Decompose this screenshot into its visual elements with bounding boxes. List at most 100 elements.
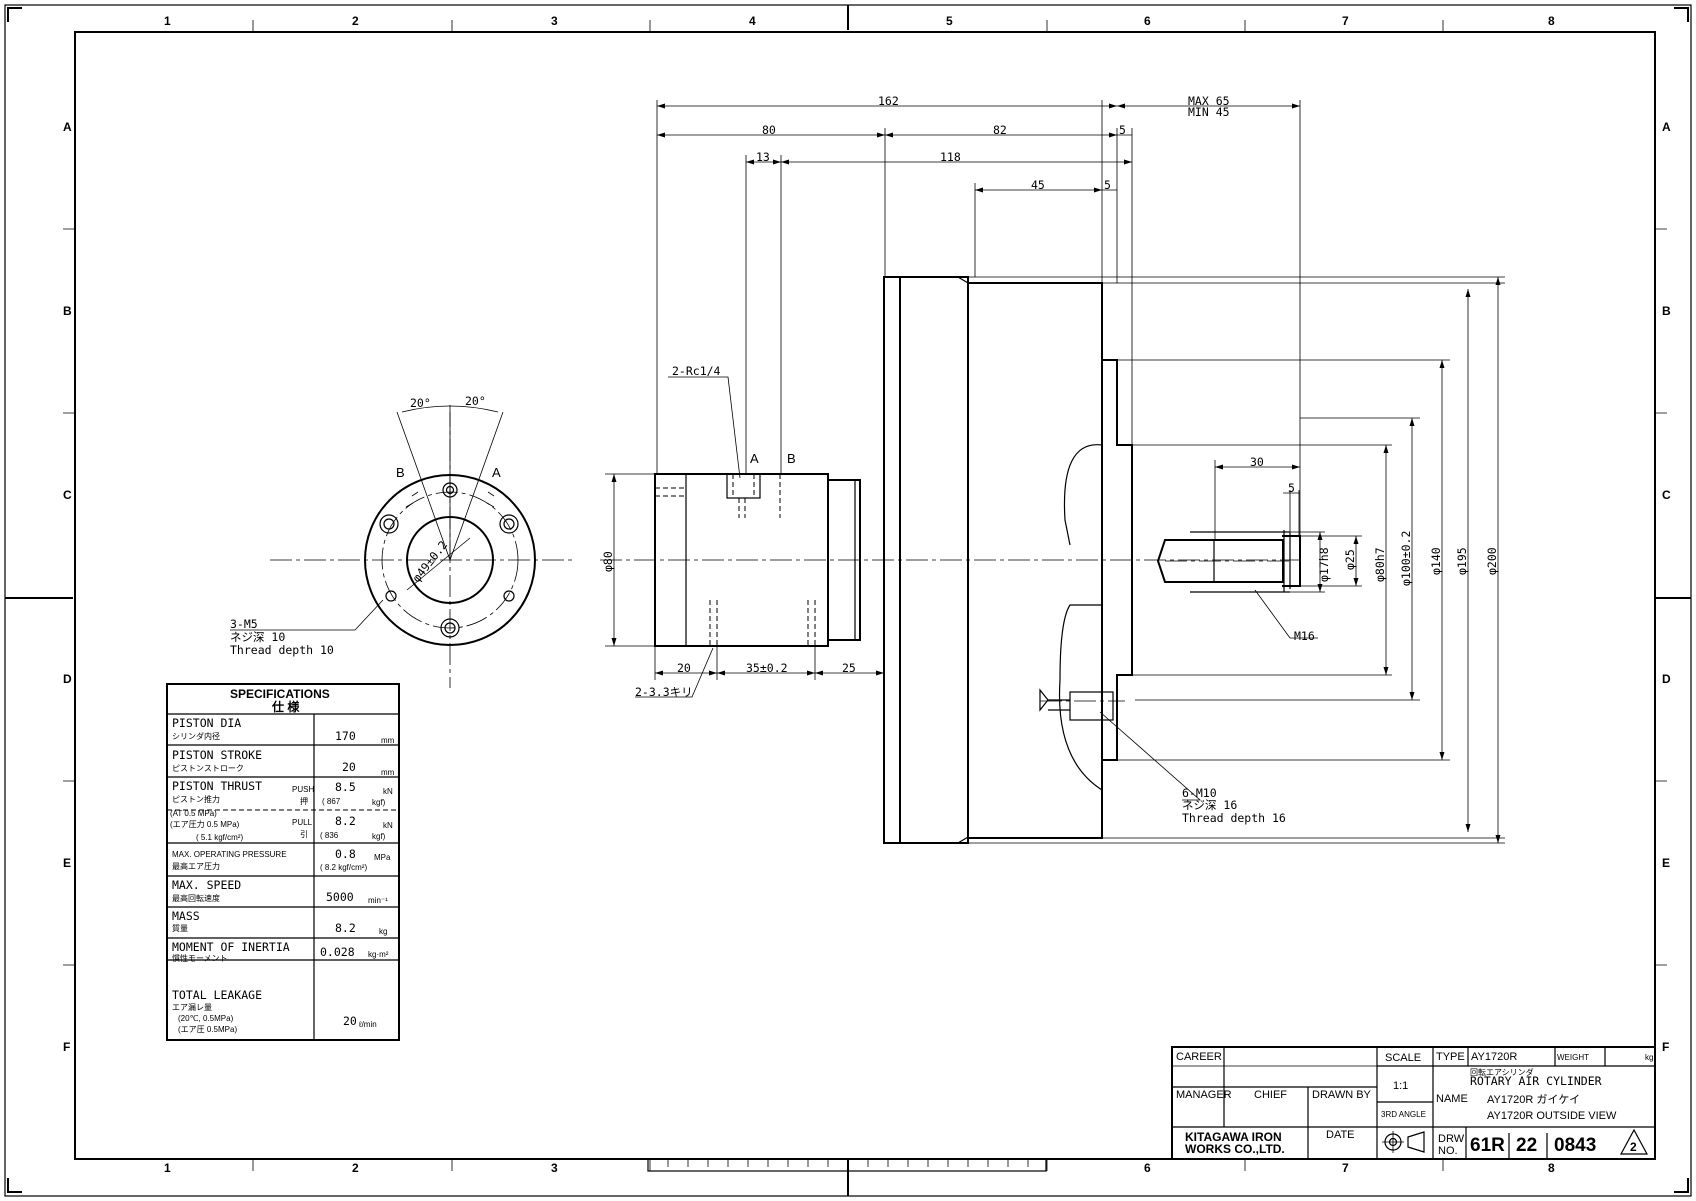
tb-drw-part2: 22 (1516, 1135, 1537, 1156)
col-label: 8 (1548, 1161, 1555, 1175)
col-label: 7 (1342, 14, 1349, 28)
tb-career: CAREER (1176, 1051, 1222, 1063)
spec-value: 20 (343, 1014, 357, 1028)
row-label: D (63, 672, 72, 686)
spec-pull-jp: 引 (300, 830, 308, 839)
row-label: C (1662, 488, 1671, 502)
spec-label: MOMENT OF INERTIA (172, 940, 290, 954)
dim-text-phi100: φ100±0.2 (1399, 531, 1413, 586)
dim-text-5b: 5 (1104, 178, 1111, 192)
m5-hole (499, 514, 519, 534)
spec-unit: kg·m² (368, 950, 389, 959)
tb-angle: 3RD ANGLE (1381, 1110, 1426, 1119)
dim-text-phi140: φ140 (1429, 547, 1443, 575)
tb-drw-part3: 0843 (1554, 1135, 1596, 1156)
tb-drawn-by: DRAWN BY (1312, 1089, 1372, 1101)
dim-text-phi80h7: φ80h7 (1373, 547, 1387, 582)
spec-unit2: kgf) (372, 832, 386, 841)
projection-symbol-icon (1382, 1131, 1425, 1153)
row-label: D (1662, 672, 1671, 686)
tb-drw-no: NO. (1438, 1145, 1458, 1157)
row-label: B (1662, 304, 1671, 318)
spec-label-jp3: (エア圧 0.5MPa) (178, 1025, 237, 1034)
m5-hole (440, 618, 460, 638)
spec-label-jp: 慣性モーメント (172, 953, 228, 963)
m5-depth-jp: ネジ深 10 (230, 630, 285, 644)
col-label: 2 (352, 1161, 359, 1175)
break-curve (1058, 444, 1103, 791)
col-label: 3 (551, 1161, 558, 1175)
spec-label-jp: 質量 (172, 923, 188, 933)
col-label: 5 (946, 14, 953, 28)
col-label: 7 (1342, 1161, 1349, 1175)
spec-label: MAX. OPERATING PRESSURE (172, 850, 287, 859)
spec-push-jp: 押 (300, 796, 308, 806)
body-step (1101, 283, 1133, 838)
spec-label: PISTON THRUST (172, 779, 262, 793)
spec-label: MASS (172, 909, 200, 923)
side-view: 162 80 82 5 13 118 45 5 MAX 65 MIN 45 30… (600, 94, 1505, 844)
title-block: CAREER MANAGER CHIEF DRAWN BY DATE KITAG… (1171, 1046, 1656, 1160)
dim-text-25: 25 (842, 661, 856, 675)
spec-unit: mm (381, 768, 395, 777)
row-label: B (63, 304, 72, 318)
spec-label-jp: 最高回転速度 (172, 893, 220, 903)
spec-unit: MPa (374, 853, 391, 862)
spec-label-jp: シリンダ内径 (172, 731, 220, 741)
row-label: E (1662, 856, 1670, 870)
col-label: 1 (164, 14, 171, 28)
dim-text-13: 13 (756, 150, 770, 164)
port-boss (726, 473, 761, 499)
dim-text-118: 118 (940, 150, 961, 164)
spec-unit: kg (379, 927, 387, 936)
spec-unit2: kgf) (372, 798, 386, 807)
spec-value: 8.2 (335, 921, 356, 935)
spec-unit: min⁻¹ (368, 896, 388, 905)
hole33-callout: 2-3.3キリ (635, 685, 693, 699)
spec-label-jp: ピストンストローク (172, 764, 244, 773)
spec-label-jp2: ( 5.1 kgf/cm²) (196, 833, 243, 842)
tb-weight-unit: kg (1645, 1053, 1653, 1062)
spec-unit: kN (383, 821, 393, 830)
spec-label-jp: 最高エア圧力 (172, 861, 220, 871)
scale-ruler (647, 1158, 1047, 1172)
dim-text-phi80: φ80 (601, 551, 615, 572)
tb-scale-value: 1:1 (1393, 1080, 1408, 1092)
angle-label: 20° (410, 396, 431, 410)
spec-value2: ( 867 (322, 797, 341, 806)
tb-company-2: WORKS CO.,LTD. (1185, 1142, 1285, 1156)
spec-unit: kN (383, 787, 393, 796)
col-label: 6 (1144, 1161, 1151, 1175)
main-body (967, 282, 1103, 839)
row-label: F (1662, 1040, 1669, 1054)
outer-border (4, 4, 1692, 1197)
spec-push: PUSH (292, 785, 314, 794)
dim-text-82: 82 (993, 123, 1007, 137)
spec-label: TOTAL LEAKAGE (172, 988, 262, 1002)
tb-revision: 2 (1630, 1140, 1637, 1154)
m10-depth-en: Thread depth 16 (1182, 811, 1286, 825)
spec-label-jp: (エア圧力 0.5 MPa) (170, 819, 240, 829)
tb-name-line3: AY1720R OUTSIDE VIEW (1487, 1110, 1617, 1122)
dim-text-phi17: φ17h8 (1317, 547, 1331, 582)
spec-label: (AT 0.5 MPa) (170, 809, 217, 818)
spec-value: 0.8 (335, 847, 356, 861)
spec-label: MAX. SPEED (172, 878, 241, 892)
row-label: F (63, 1040, 70, 1054)
tb-chief: CHIEF (1254, 1089, 1287, 1101)
m10-depth-jp: ネジ深 16 (1182, 798, 1237, 812)
col-label: 6 (1144, 14, 1151, 28)
col-label: 4 (749, 14, 756, 28)
spec-value: 20 (342, 760, 356, 774)
dim-text-5a: 5 (1119, 123, 1126, 137)
spec-label: PISTON DIA (172, 716, 241, 730)
port-label-a-side: A (750, 451, 759, 466)
shaft (1156, 539, 1284, 583)
zone-ticks (63, 20, 1667, 1171)
arrowheads (611, 103, 1501, 843)
bore-dim: φ49±0.2 (409, 538, 450, 585)
dim-text-80: 80 (762, 123, 776, 137)
tb-scale-label: SCALE (1385, 1052, 1421, 1064)
spec-unit: ℓ/min (358, 1020, 377, 1029)
